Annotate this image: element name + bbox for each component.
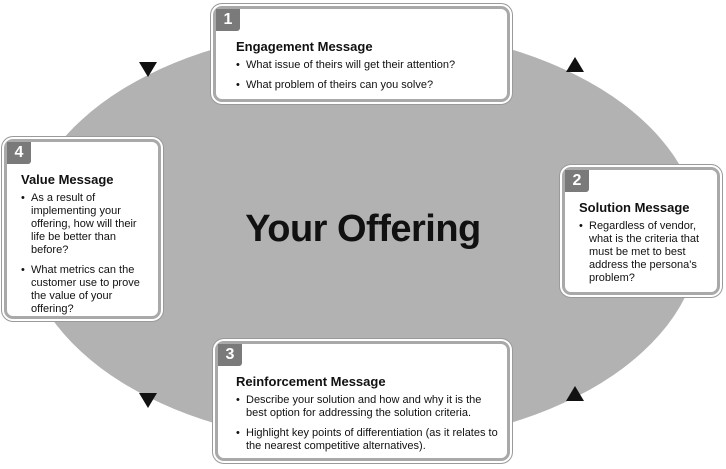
card-title: Engagement Message — [236, 39, 373, 54]
arrow-down-icon-top-left — [139, 62, 157, 77]
value-message-card: 4 Value Message As a result of implement… — [4, 139, 161, 319]
bullet-item: Describe your solution and how and why i… — [236, 394, 499, 420]
step-number-badge: 3 — [218, 344, 242, 366]
bullet-list: As a result of implementing your offerin… — [21, 192, 150, 316]
reinforcement-message-card: 3 Reinforcement Message Describe your so… — [215, 341, 510, 461]
bullet-item: As a result of implementing your offerin… — [21, 192, 150, 257]
engagement-message-card: 1 Engagement Message What issue of their… — [213, 6, 510, 102]
card-title: Reinforcement Message — [236, 374, 386, 389]
bullet-item: Regardless of vendor, what is the criter… — [579, 220, 709, 285]
bullet-item: What metrics can the customer use to pro… — [21, 264, 150, 316]
card-title: Value Message — [21, 172, 114, 187]
center-title: Your Offering — [245, 208, 481, 250]
step-number-badge: 4 — [7, 142, 31, 164]
step-number-badge: 2 — [565, 170, 589, 192]
bullet-item: What problem of theirs can you solve? — [236, 79, 497, 92]
step-number-badge: 1 — [216, 9, 240, 31]
arrow-up-icon-bottom-right — [566, 386, 584, 401]
bullet-list: Describe your solution and how and why i… — [236, 394, 499, 453]
arrow-up-icon-top-right — [566, 57, 584, 72]
solution-message-card: 2 Solution Message Regardless of vendor,… — [562, 167, 720, 295]
card-title: Solution Message — [579, 200, 690, 215]
bullet-item: Highlight key points of differentiation … — [236, 427, 499, 453]
arrow-down-icon-bottom-left — [139, 393, 157, 408]
bullet-list: Regardless of vendor, what is the criter… — [579, 220, 709, 285]
bullet-list: What issue of theirs will get their atte… — [236, 59, 497, 92]
bullet-item: What issue of theirs will get their atte… — [236, 59, 497, 72]
